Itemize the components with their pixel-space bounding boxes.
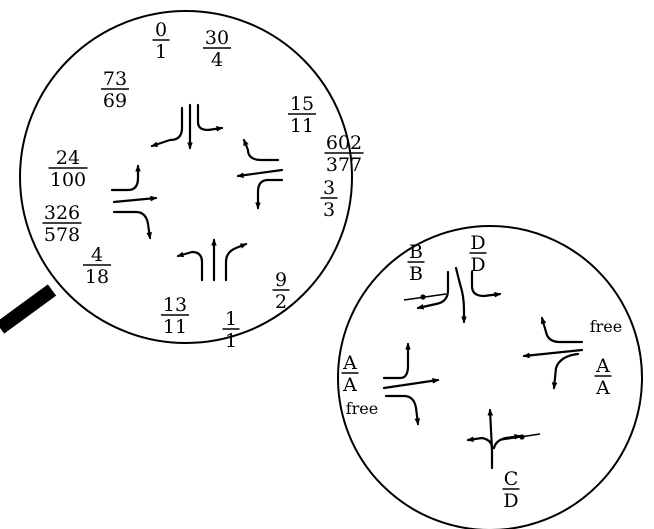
left-numerator-top-center: 0: [155, 19, 167, 41]
left-lanes-top: [150, 103, 224, 150]
left-numerator-left-mid: 326: [44, 202, 80, 224]
right-lanes-top: [403, 266, 502, 324]
left-denominator-bottom-center: 1: [225, 330, 237, 352]
left-numerator-bottom-center: 1: [225, 308, 237, 330]
left-denominator-bottom-left: 11: [163, 316, 187, 338]
left-numerator-left-lower: 4: [91, 244, 103, 266]
left-lanes-left: [110, 164, 158, 240]
left-denominator-right-lower: 3: [323, 199, 335, 221]
right-denominator-top-left: B: [409, 263, 423, 285]
right-numerator-right: A: [595, 355, 610, 377]
right-lanes-right: [522, 316, 584, 390]
right-numerator-bottom: C: [504, 468, 519, 490]
left-numerator-right-upper: 15: [290, 93, 314, 115]
left-denominator-bottom-right: 2: [275, 291, 287, 313]
right-denominator-top-right: D: [470, 254, 485, 276]
left-numerator-upper-left: 73: [103, 68, 127, 90]
left-magnifier-circle: [19, 10, 353, 344]
right-denominator-left: A: [342, 374, 357, 396]
free-label-left: free: [346, 399, 379, 418]
right-denominator-bottom: D: [503, 490, 518, 512]
right-lanes-left: [382, 342, 440, 426]
left-lanes-right: [236, 138, 284, 210]
left-numerator-bottom-right: 9: [275, 269, 287, 291]
left-denominator-top-center: 1: [155, 41, 167, 63]
left-lanes-bottom: [176, 238, 248, 282]
left-denominator-upper-left: 69: [103, 90, 127, 112]
left-numerator-top-right: 30: [205, 27, 229, 49]
left-numerator-bottom-left: 13: [163, 294, 187, 316]
left-denominator-left-upper: 100: [50, 169, 86, 191]
left-denominator-right-mid: 377: [326, 154, 362, 176]
left-denominator-right-upper: 11: [290, 115, 314, 137]
left-numerator-right-mid: 602: [326, 132, 362, 154]
free-label-right: free: [590, 317, 623, 336]
left-denominator-left-lower: 18: [85, 266, 109, 288]
magnifier-handle: [0, 284, 57, 334]
left-denominator-top-right: 4: [211, 49, 223, 71]
right-denominator-right: A: [595, 377, 610, 399]
left-numerator-right-lower: 3: [323, 177, 335, 199]
right-numerator-top-left: B: [409, 241, 423, 263]
left-numerator-left-upper: 24: [56, 147, 80, 169]
right-magnifier-circle: [337, 225, 643, 529]
right-numerator-left: A: [342, 352, 357, 374]
right-numerator-top-right: D: [470, 232, 485, 254]
left-denominator-left-mid: 578: [44, 224, 80, 246]
right-lanes-bottom: [466, 408, 541, 470]
